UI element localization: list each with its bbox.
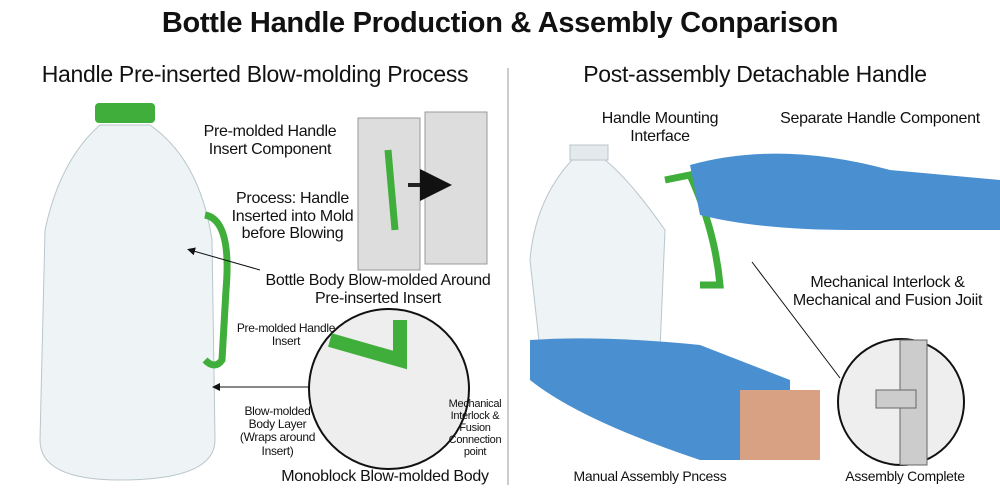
left-heading: Handle Pre-inserted Blow-molding Process — [41, 61, 469, 87]
bottle-right — [529, 144, 724, 351]
label-body: Bottle Body Blow-molded Around Pre-inser… — [265, 272, 491, 307]
right-heading: Post-assembly Detachable Handle — [583, 61, 927, 87]
label-insert: Pre-molded Handle Insert Component — [203, 123, 337, 158]
glove-bottom — [530, 338, 790, 460]
caption-left: Monoblock Blow-molded Body — [281, 468, 489, 485]
detail-layer: Blow-molded Body Layer (Wraps around Ins… — [239, 404, 316, 458]
detail-joint: Mechanical Interlock & Fusion Connection… — [448, 398, 502, 459]
label-component: Separate Handle Component — [780, 110, 980, 127]
mold — [357, 111, 488, 271]
page-title: Bottle Handle Production & Assembly Conp… — [161, 7, 839, 39]
caption-complete: Assembly Complete — [845, 468, 965, 484]
arm — [740, 390, 820, 460]
bottle-left — [39, 103, 231, 481]
label-interface: Handle Mounting Interface — [601, 110, 719, 145]
caption-manual: Manual Assembly Pncess — [573, 468, 727, 484]
glove-top — [690, 153, 1000, 230]
label-process: Process: Handle Inserted into Mold befor… — [231, 190, 354, 243]
detail-insert: Pre-molded Handle Insert — [236, 321, 336, 349]
label-joint-right: Mechanical Interlock & Mechanical and Fu… — [792, 274, 983, 309]
detail-circle-left — [308, 308, 470, 470]
detail-circle-right — [837, 338, 965, 466]
